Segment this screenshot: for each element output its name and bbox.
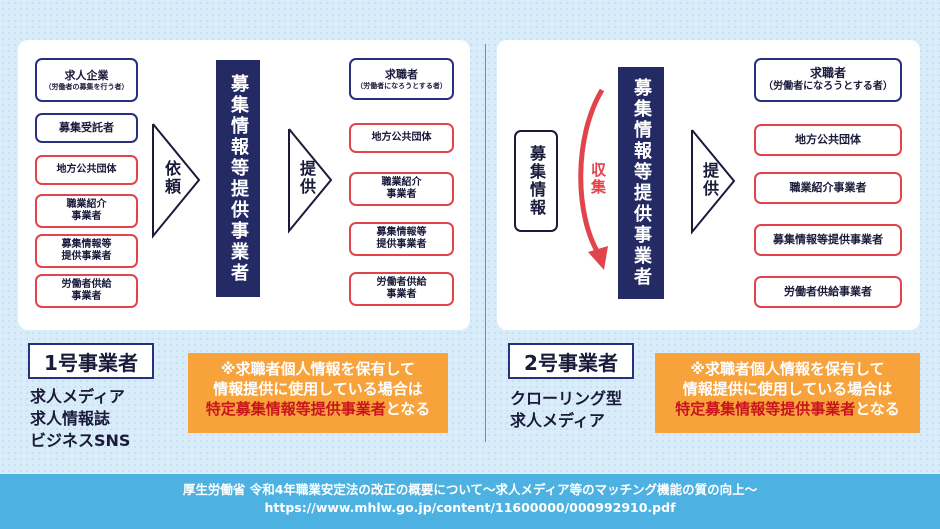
left-target-4-label: 労働者供給 事業者 bbox=[376, 276, 427, 301]
right-note-line3-rest: となる bbox=[855, 400, 900, 418]
right-target-4: 労働者供給事業者 bbox=[754, 276, 902, 308]
left-source-3-label: 職業紹介 事業者 bbox=[66, 198, 107, 223]
right-target-3: 募集情報等提供事業者 bbox=[754, 224, 902, 256]
left-note-line1: ※求職者個人情報を保有して bbox=[220, 360, 416, 378]
left-target-2-label: 職業紹介 事業者 bbox=[381, 176, 422, 201]
left-request-arrow bbox=[152, 123, 201, 239]
center-divider bbox=[485, 44, 486, 442]
right-collect-arrow bbox=[578, 88, 608, 270]
right-target-2-label: 職業紹介事業者 bbox=[789, 181, 867, 195]
right-target-0-label: 求職者 bbox=[809, 66, 846, 81]
left-provide-arrow bbox=[288, 128, 333, 234]
left-note-line3-rest: となる bbox=[385, 400, 431, 418]
left-request-label: 依頼 bbox=[162, 160, 181, 196]
right-target-0: 求職者 （労働者になろうとする者） bbox=[754, 58, 902, 102]
left-source-0-label: 求人企業 bbox=[64, 68, 109, 82]
left-media-item-2: ビジネスSNS bbox=[30, 431, 131, 450]
right-media-item-0: クローリング型 bbox=[510, 389, 623, 408]
right-target-0-sub: （労働者になろうとする者） bbox=[763, 81, 893, 93]
left-source-5: 労働者供給 事業者 bbox=[35, 274, 138, 308]
left-provide-label: 提供 bbox=[297, 160, 316, 196]
source-url-link[interactable]: https://www.mhlw.go.jp/content/11600000/… bbox=[264, 500, 676, 515]
right-target-1-label: 地方公共団体 bbox=[795, 133, 861, 147]
right-provide-arrow bbox=[691, 129, 736, 235]
left-source-1-label: 募集受託者 bbox=[59, 121, 114, 135]
left-target-1: 地方公共団体 bbox=[349, 123, 454, 153]
left-target-3: 募集情報等 提供事業者 bbox=[349, 222, 454, 256]
left-media-list: 求人メディア 求人情報誌 ビジネスSNS bbox=[30, 386, 130, 452]
left-source-2-label: 地方公共団体 bbox=[56, 163, 117, 175]
right-target-3-label: 募集情報等提供事業者 bbox=[773, 233, 883, 247]
right-provide-label: 提供 bbox=[700, 162, 719, 198]
source-footer: 厚生労働省 令和4年職業安定法の改正の概要について～求人メディア等のマッチング機… bbox=[0, 474, 940, 529]
left-note-highlight: 特定募集情報等提供事業者 bbox=[205, 400, 386, 418]
left-target-4: 労働者供給 事業者 bbox=[349, 272, 454, 306]
right-note-line1: ※求職者個人情報を保有して bbox=[690, 360, 885, 378]
source-title: 厚生労働省 令和4年職業安定法の改正の概要について～求人メディア等のマッチング機… bbox=[182, 482, 758, 497]
right-note: ※求職者個人情報を保有して 情報提供に使用している場合は 特定募集情報等提供事業… bbox=[655, 353, 920, 433]
right-type-title: 2号事業者 bbox=[508, 343, 634, 379]
right-target-4-label: 労働者供給事業者 bbox=[784, 285, 872, 299]
left-source-1: 募集受託者 bbox=[35, 113, 138, 143]
left-target-3-label: 募集情報等 提供事業者 bbox=[376, 226, 427, 251]
left-target-2: 職業紹介 事業者 bbox=[349, 172, 454, 206]
left-source-4: 募集情報等 提供事業者 bbox=[35, 234, 138, 268]
left-target-0-sub: （労働者になろうとする者） bbox=[356, 81, 447, 90]
right-note-line2: 情報提供に使用している場合は bbox=[682, 380, 893, 398]
left-source-3: 職業紹介 事業者 bbox=[35, 194, 138, 228]
right-note-highlight: 特定募集情報等提供事業者 bbox=[675, 400, 856, 418]
left-media-item-1: 求人情報誌 bbox=[30, 409, 111, 428]
left-source-2: 地方公共団体 bbox=[35, 155, 138, 185]
right-target-2: 職業紹介事業者 bbox=[754, 172, 902, 204]
left-target-1-label: 地方公共団体 bbox=[371, 131, 432, 143]
left-media-item-0: 求人メディア bbox=[30, 387, 125, 406]
left-source-0: 求人企業 （労働者の募集を行う者） bbox=[35, 58, 138, 102]
left-target-0: 求職者 （労働者になろうとする者） bbox=[349, 58, 454, 100]
left-source-0-sub: （労働者の募集を行う者） bbox=[44, 82, 129, 91]
left-source-5-label: 労働者供給 事業者 bbox=[61, 278, 112, 303]
left-source-4-label: 募集情報等 提供事業者 bbox=[61, 238, 112, 263]
right-source: 募集情報 bbox=[514, 130, 558, 232]
right-media-list: クローリング型 求人メディア bbox=[510, 388, 622, 432]
right-center-provider: 募集情報等提供事業者 bbox=[618, 67, 664, 299]
right-collect-label: 収集 bbox=[589, 162, 607, 196]
right-source-label: 募集情報 bbox=[527, 145, 546, 217]
left-target-0-label: 求職者 bbox=[385, 67, 418, 81]
left-note-line2: 情報提供に使用している場合は bbox=[213, 380, 423, 398]
left-type-title: 1号事業者 bbox=[28, 343, 154, 379]
left-center-provider: 募集情報等提供事業者 bbox=[216, 60, 260, 297]
right-target-1: 地方公共団体 bbox=[754, 124, 902, 156]
right-media-item-1: 求人メディア bbox=[510, 411, 605, 430]
left-note: ※求職者個人情報を保有して 情報提供に使用している場合は 特定募集情報等提供事業… bbox=[188, 353, 448, 433]
